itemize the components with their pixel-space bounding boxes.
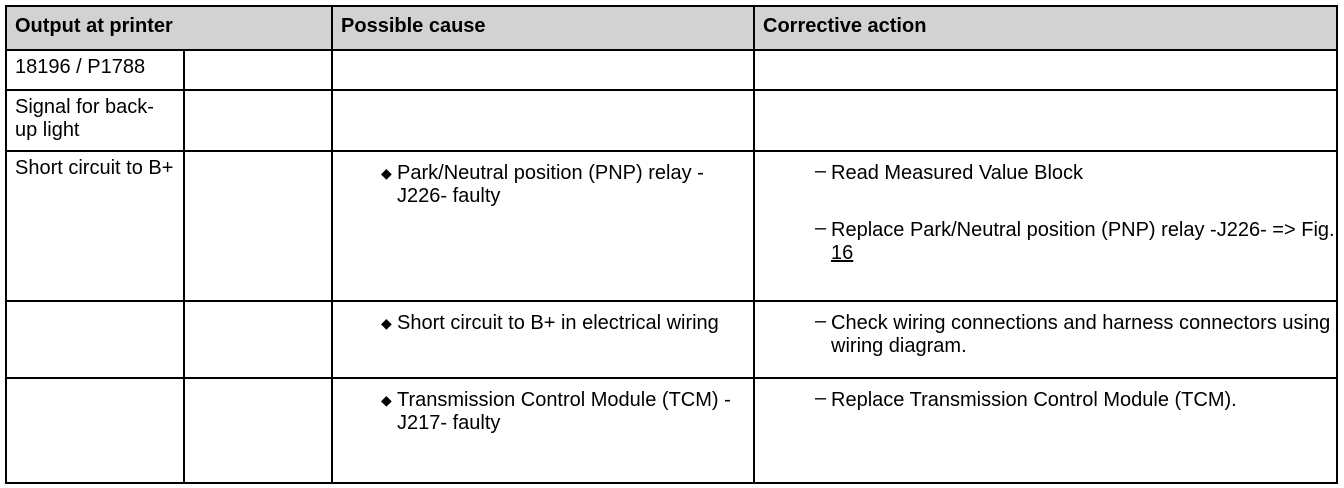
table-row-signal: Signal for back-up light bbox=[5, 89, 1339, 153]
table-row-tcm: ◆ Transmission Control Module (TCM) -J217… bbox=[5, 376, 1339, 485]
action-item: –Check wiring connections and harness co… bbox=[755, 309, 1336, 358]
action-item: –Replace Park/Neutral position (PNP) rel… bbox=[755, 217, 1336, 265]
cause-text: Transmission Control Module (TCM) -J217-… bbox=[397, 388, 731, 434]
header-output-at-printer: Output at printer bbox=[4, 4, 334, 52]
header-action-label: Corrective action bbox=[763, 15, 927, 37]
cause-cell: ◆ Short circuit to B+ in electrical wirin… bbox=[331, 299, 756, 379]
empty-cell bbox=[5, 376, 185, 485]
dash-icon: – bbox=[815, 386, 827, 409]
empty-cell bbox=[331, 49, 756, 92]
action-cell: –Read Measured Value Block –Replace Park… bbox=[753, 150, 1339, 302]
empty-cell bbox=[182, 299, 334, 379]
action-text: Replace Transmission Control Module (TCM… bbox=[831, 388, 1237, 411]
cause-item: ◆ Short circuit to B+ in electrical wirin… bbox=[333, 312, 753, 335]
bullet-icon: ◆ bbox=[381, 314, 392, 331]
empty-cell bbox=[182, 376, 334, 485]
header-possible-cause: Possible cause bbox=[331, 4, 756, 52]
header-row: Output at printer Possible cause Correct… bbox=[4, 4, 1339, 52]
empty-cell bbox=[5, 299, 185, 379]
cause-item: ◆ Park/Neutral position (PNP) relay -J226… bbox=[333, 162, 753, 208]
cause-cell: ◆ Transmission Control Module (TCM) -J217… bbox=[331, 376, 756, 485]
bullet-icon: ◆ bbox=[381, 391, 392, 408]
empty-cell bbox=[182, 49, 334, 92]
dash-icon: – bbox=[815, 309, 827, 332]
action-cell: –Check wiring connections and harness co… bbox=[753, 299, 1339, 379]
figure-link[interactable]: 16 bbox=[831, 242, 854, 265]
action-text: Check wiring connections and harness con… bbox=[831, 311, 1331, 357]
bullet-icon: ◆ bbox=[381, 165, 392, 182]
table-row-code: 18196 / P1788 bbox=[5, 49, 1339, 92]
cause-text: Short circuit to B+ in electrical wiring bbox=[397, 311, 719, 334]
empty-cell bbox=[331, 89, 756, 153]
action-item: –Read Measured Value Block bbox=[755, 160, 1336, 185]
header-corrective-action: Corrective action bbox=[753, 4, 1339, 52]
table-row-wiring: ◆ Short circuit to B+ in electrical wirin… bbox=[5, 299, 1339, 379]
empty-cell bbox=[182, 150, 334, 302]
header-output-label: Output at printer bbox=[15, 15, 173, 37]
action-item: –Replace Transmission Control Module (TC… bbox=[755, 386, 1336, 412]
code-cell: 18196 / P1788 bbox=[5, 49, 185, 92]
signal-label: Signal for back-up light bbox=[15, 96, 154, 142]
fault-code: 18196 / P1788 bbox=[15, 56, 146, 79]
empty-cell bbox=[182, 89, 334, 153]
diagnostic-table: Output at printer Possible cause Correct… bbox=[4, 4, 1339, 485]
cause-cell: ◆ Park/Neutral position (PNP) relay -J226… bbox=[331, 150, 756, 302]
dash-icon: – bbox=[815, 217, 827, 240]
action-text: Replace Park/Neutral position (PNP) rela… bbox=[831, 219, 1335, 242]
fault-cell: Short circuit to B+ bbox=[5, 150, 185, 302]
cause-item: ◆ Transmission Control Module (TCM) -J217… bbox=[333, 389, 753, 435]
empty-cell bbox=[753, 49, 1339, 92]
signal-cell: Signal for back-up light bbox=[5, 89, 185, 153]
header-cause-label: Possible cause bbox=[341, 15, 486, 37]
fault-label: Short circuit to B+ bbox=[15, 157, 174, 180]
dash-icon: – bbox=[815, 160, 827, 183]
cause-text: Park/Neutral position (PNP) relay -J226-… bbox=[397, 162, 704, 208]
action-text: Read Measured Value Block bbox=[831, 162, 1084, 185]
action-cell: –Replace Transmission Control Module (TC… bbox=[753, 376, 1339, 485]
empty-cell bbox=[753, 89, 1339, 153]
table-row-fault: Short circuit to B+ ◆ Park/Neutral positi… bbox=[5, 150, 1339, 302]
